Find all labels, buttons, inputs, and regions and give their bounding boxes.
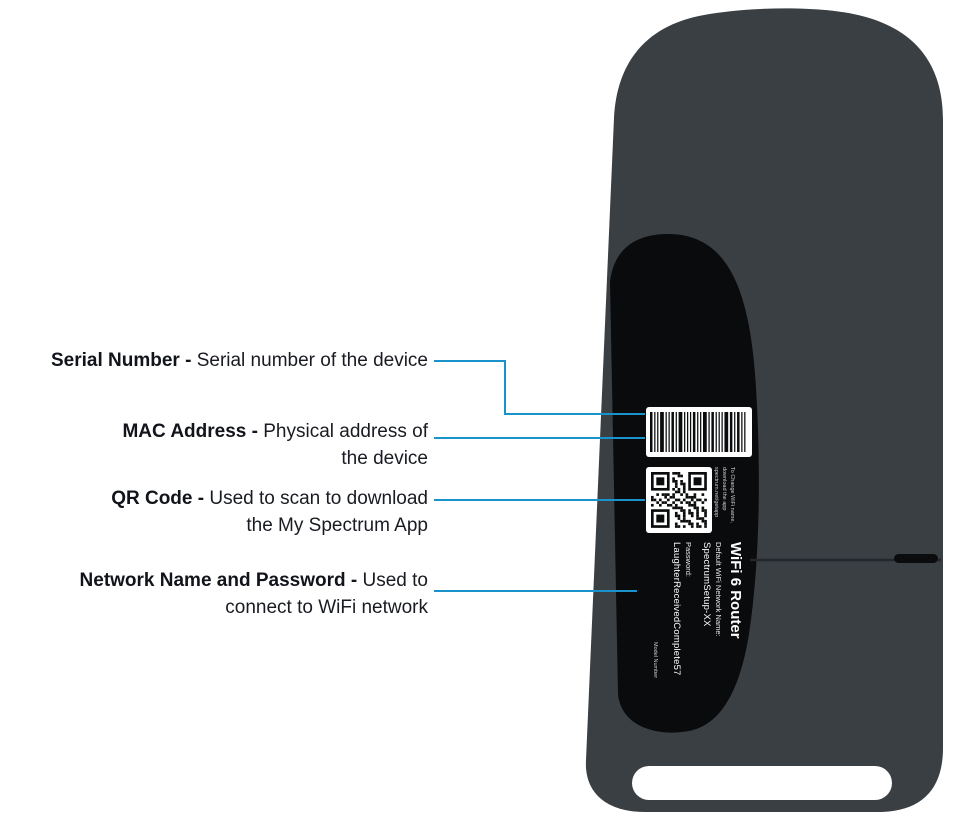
callout-qr-code: QR Code - Used to scan to download the M…: [111, 485, 428, 539]
callout-desc: Serial number of the device: [196, 350, 428, 371]
callout-text: connect to WiFi network: [80, 594, 428, 621]
callout-term: Serial Number -: [50, 350, 192, 371]
callout-desc: the device: [341, 448, 428, 469]
callout-mac-address: MAC Address - Physical address of the de…: [122, 418, 428, 472]
vent-notch: [894, 554, 938, 563]
callout-text: QR Code - Used to scan to download: [111, 485, 428, 512]
qr-modules: [651, 472, 707, 528]
callout-text: Network Name and Password - Used to: [80, 567, 428, 594]
callout-desc: connect to WiFi network: [225, 597, 428, 618]
qr-note-block: To Change WiFi name, download the app sp…: [713, 467, 735, 523]
label-text-block: WiFi 6 Router Default WiFi Network Name:…: [652, 542, 744, 678]
callout-term: QR Code -: [111, 488, 205, 509]
base-slot: [632, 766, 892, 800]
callout-desc: Physical address of: [263, 421, 428, 442]
password-label-text: Password:: [684, 542, 693, 577]
callout-text: the My Spectrum App: [111, 512, 428, 539]
network-name-text: SpectrumSetup-XX: [701, 542, 712, 627]
qr-note-line1: To Change WiFi name,: [729, 467, 735, 523]
callout-line-serial: [434, 360, 645, 415]
callout-text: MAC Address - Physical address of: [122, 418, 428, 445]
callout-text: the device: [122, 445, 428, 472]
label-title-text: WiFi 6 Router: [727, 542, 744, 639]
password-text: LaughterReceivedComplete57: [671, 542, 682, 676]
qr-note-line2: download the app: [721, 467, 727, 510]
qr-note-line3: spectrum.net/getapp: [713, 467, 719, 517]
callout-term: Network Name and Password -: [79, 570, 358, 591]
callout-term: MAC Address -: [122, 421, 258, 442]
callout-serial-number: Serial Number - Serial number of the dev…: [51, 347, 428, 374]
model-number-text: Model Number: [652, 642, 658, 678]
callout-network-name-password: Network Name and Password - Used to conn…: [80, 567, 428, 621]
callout-text: Serial Number - Serial number of the dev…: [51, 347, 428, 374]
callout-desc: the My Spectrum App: [246, 515, 428, 536]
network-name-label-text: Default WiFi Network Name:: [714, 542, 723, 637]
callout-desc: Used to: [362, 570, 428, 591]
barcode-bars: [650, 412, 746, 452]
callout-desc: Used to scan to download: [209, 488, 428, 509]
